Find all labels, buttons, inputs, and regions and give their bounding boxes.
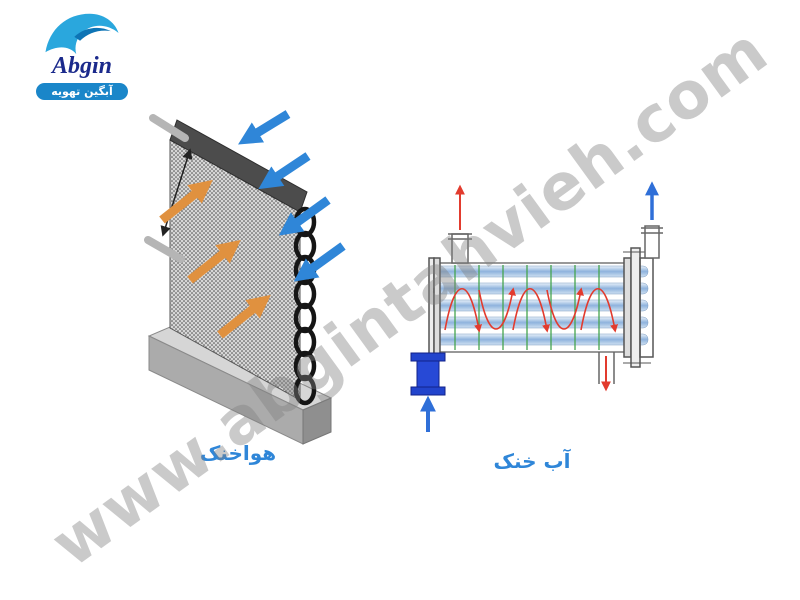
logo-bird-icon [45, 13, 119, 55]
air-flow-arrows [159, 179, 271, 339]
air-cooled-condenser-diagram [144, 110, 346, 445]
air-inlet-arrows [238, 110, 346, 282]
vapor-inlet-nozzle [448, 184, 472, 264]
baffle-plates [454, 265, 600, 350]
refrigerant-coil [293, 206, 317, 406]
cold-water-inlet [410, 352, 446, 432]
logo-brand-name: Abgin [51, 53, 113, 79]
pipe-stubs [144, 114, 189, 263]
water-cooled-condenser-diagram [410, 181, 663, 432]
air-cooled-label: هواخنک [199, 441, 277, 465]
water-outlet-nozzle [641, 181, 663, 259]
liquid-outlet [598, 352, 615, 392]
logo-tagline-banner: آبگین تهویه [36, 83, 128, 101]
company-logo: Abgin آبگین تهویه [26, 8, 138, 101]
shell-outline [438, 262, 626, 353]
refrigerant-flow-arrows [444, 287, 618, 333]
water-cooled-label: آب خنک [493, 449, 571, 473]
